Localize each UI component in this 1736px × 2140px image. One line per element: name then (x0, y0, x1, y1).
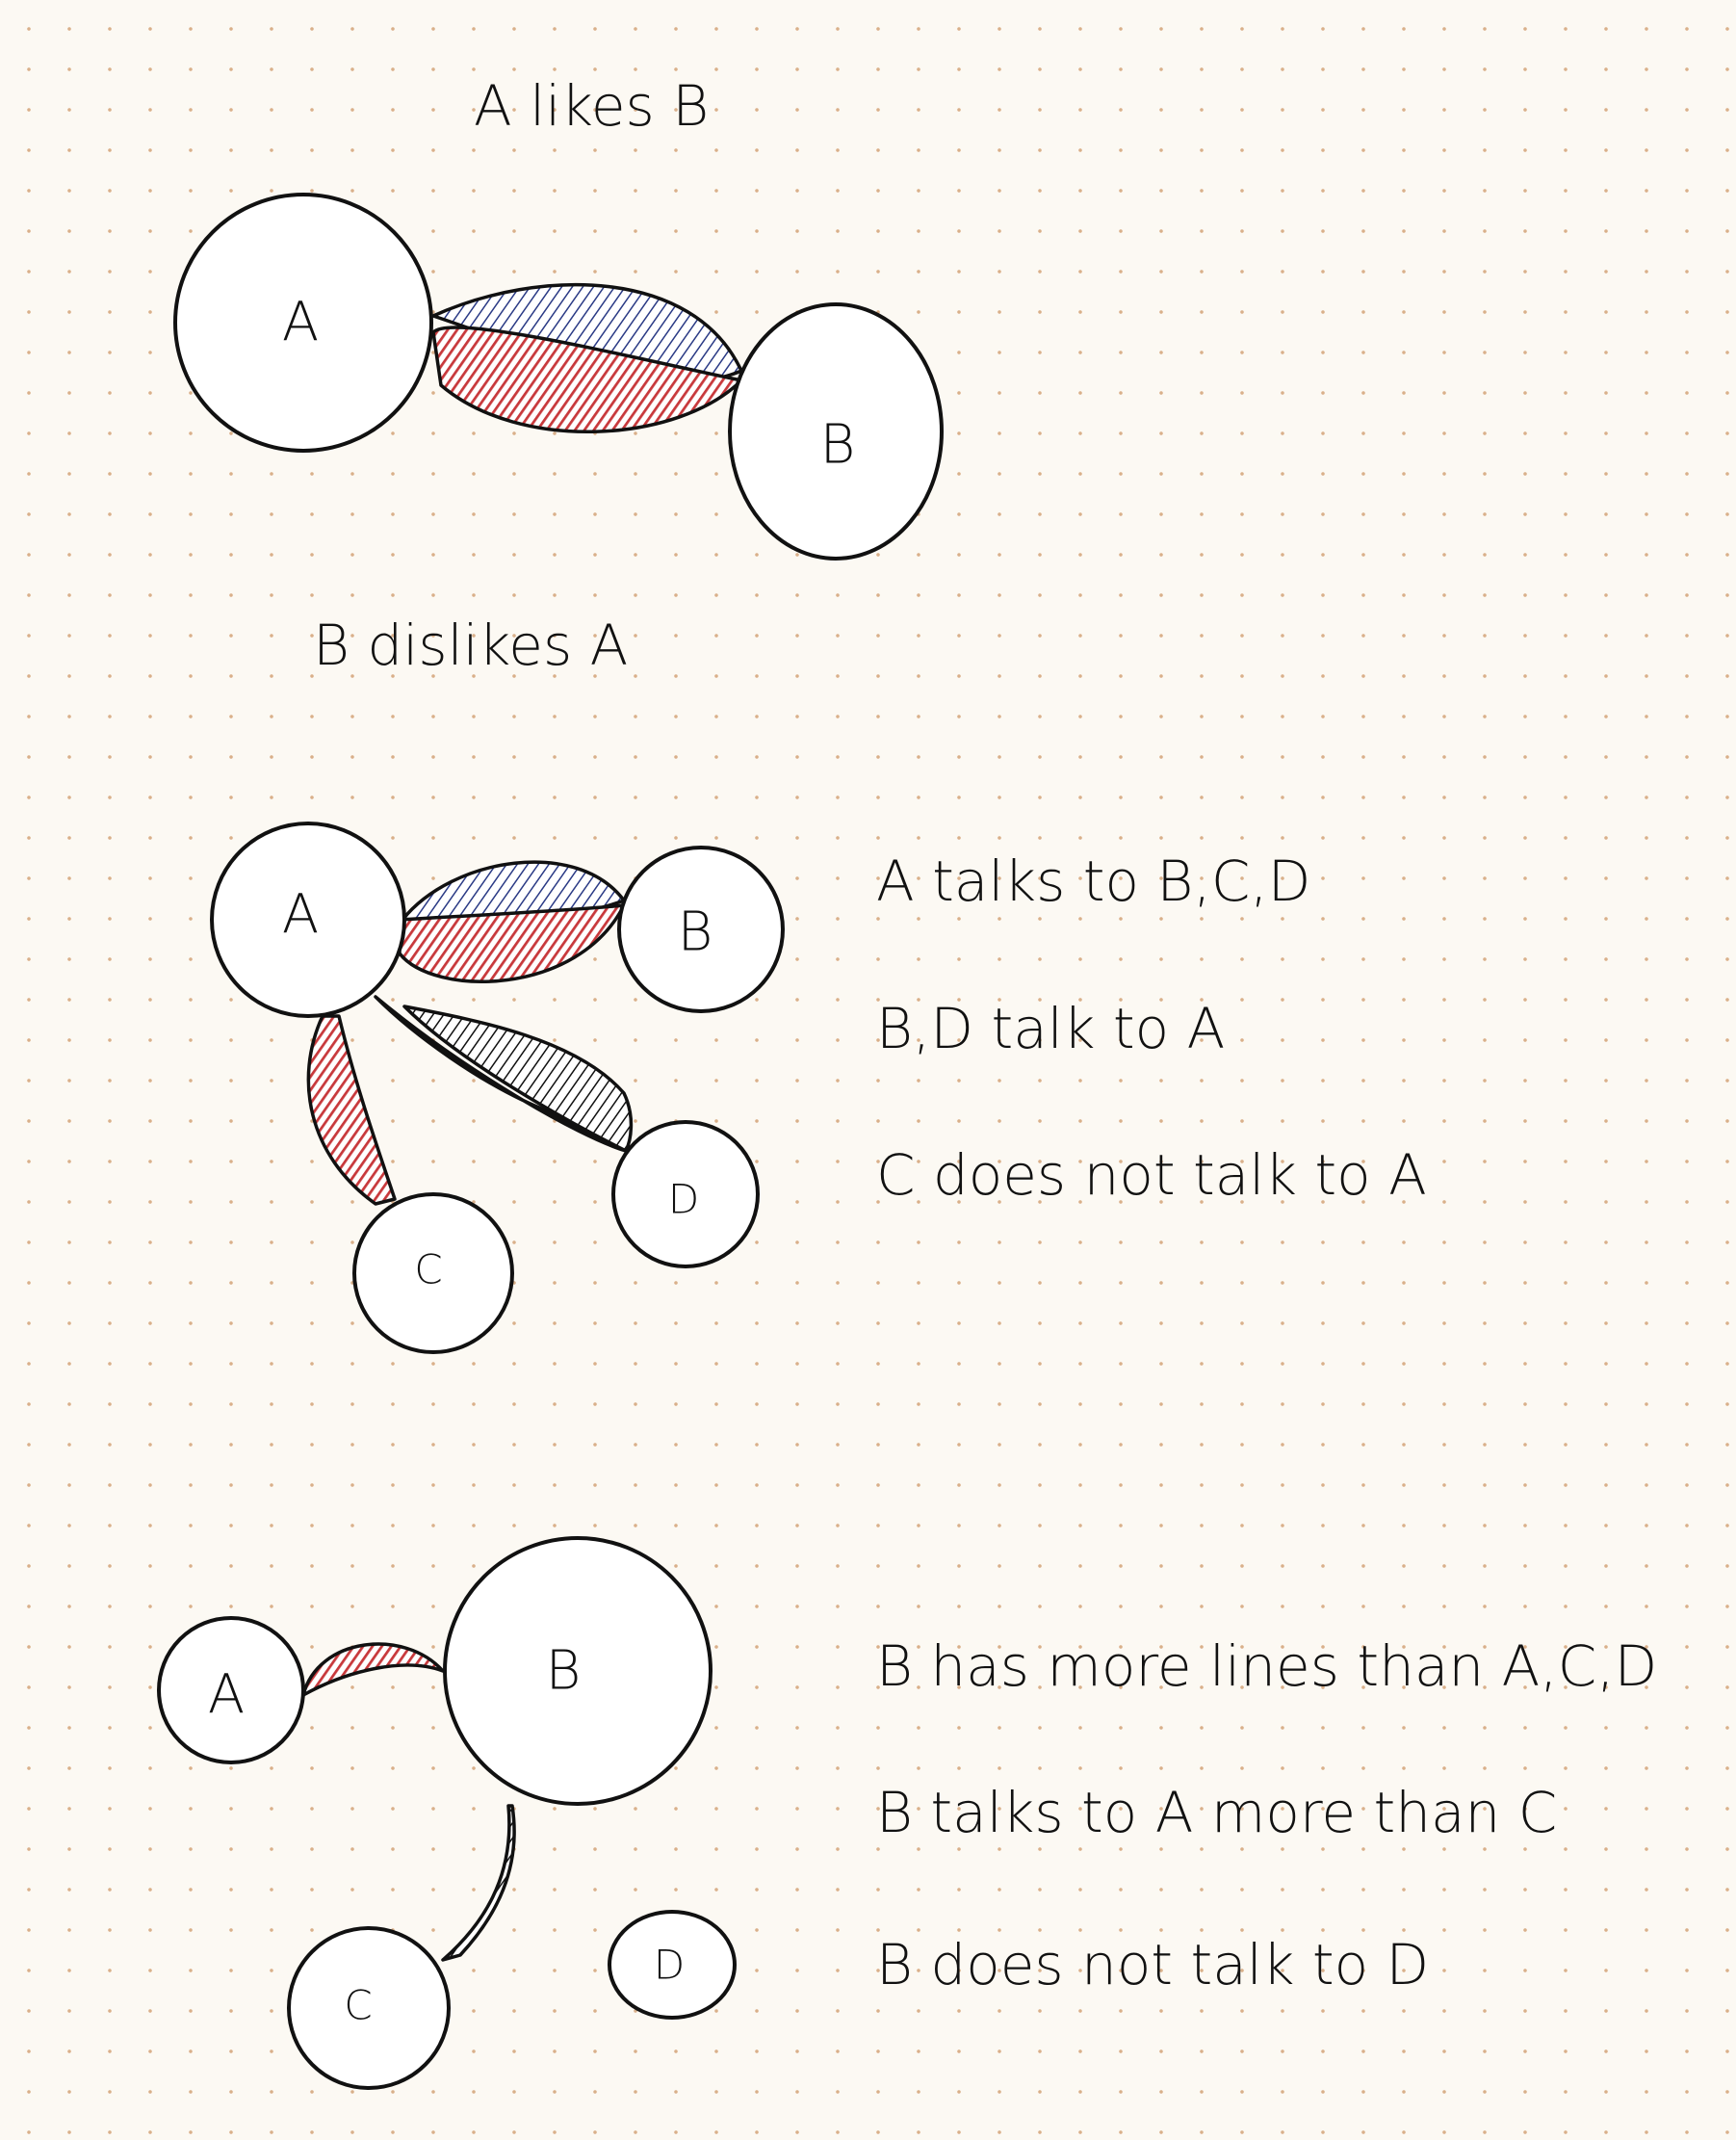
edge-b-to-a-red (301, 1642, 445, 1697)
edge-a-to-c-red (306, 1014, 397, 1206)
node-a-label: A (208, 1664, 245, 1727)
node-b-label: B (678, 901, 713, 964)
node-a (173, 193, 433, 453)
node-a (210, 822, 406, 1018)
node-d (608, 1910, 737, 2020)
panel1-title: A likes B (474, 73, 709, 139)
node-b (617, 846, 785, 1013)
panel3-note-3: B does not talk to D (876, 1932, 1429, 1997)
node-c-label: C (414, 1246, 442, 1293)
panel2-note-2: B,D talk to A (876, 996, 1225, 1061)
edge-b-to-c-black (441, 1804, 516, 1962)
panel-1: A likes B A B B dislikes A (173, 73, 944, 678)
node-b-label: B (546, 1640, 582, 1703)
panel3-note-2: B talks to A more than C (876, 1780, 1557, 1845)
node-c-label: C (344, 1982, 372, 2029)
node-a-label: A (282, 292, 319, 354)
node-d-label: D (654, 1942, 685, 1989)
node-a (157, 1616, 305, 1764)
panel2-note-1: A talks to B,C,D (876, 848, 1310, 914)
edge-b-to-a-red (398, 903, 626, 983)
panel3-note-1: B has more lines than A,C,D (876, 1633, 1657, 1699)
panel-2: A B C D A talks to B,C,D B,D talk to A C… (210, 822, 1427, 1354)
panel1-caption: B dislikes A (313, 613, 628, 678)
edge-d-to-a-black (402, 1005, 634, 1153)
node-b (728, 302, 944, 561)
node-b-label: B (820, 414, 856, 477)
node-d-label: D (668, 1176, 699, 1223)
node-c (287, 1926, 451, 2090)
node-a-label: A (282, 884, 319, 947)
node-b (443, 1536, 713, 1806)
panel2-note-3: C does not talk to A (876, 1142, 1427, 1208)
node-c (352, 1192, 514, 1354)
node-d (611, 1120, 760, 1268)
panel-3: A B C D B has more lines than A,C,D B ta… (157, 1536, 1657, 2090)
